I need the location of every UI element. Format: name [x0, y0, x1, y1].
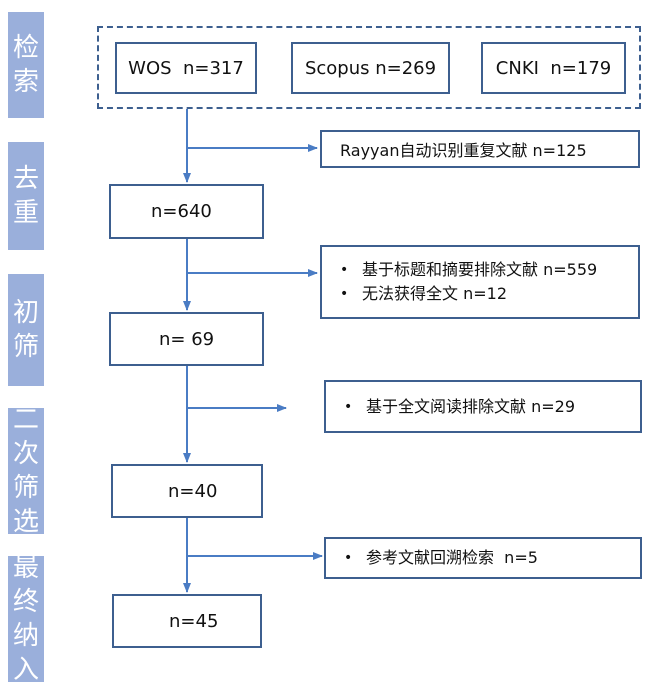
count-box-second: n=40 [111, 464, 263, 518]
stage-label-second-screen: 二 次 筛 选 [8, 405, 44, 537]
bullet-icon: • [340, 262, 349, 278]
stage-char: 筛 [12, 473, 39, 503]
bullet-icon: • [340, 286, 349, 302]
stage-char: 初 [12, 298, 39, 328]
exclusion-item: • 基于全文阅读排除文献 n=29 [344, 395, 640, 419]
exclusion-box-second: • 基于全文阅读排除文献 n=29 [324, 380, 642, 433]
exclusion-box-screen: • 基于标题和摘要排除文献 n=559 • 无法获得全文 n=12 [320, 245, 640, 319]
stage-char: 二 [12, 405, 39, 435]
stage-char: 次 [12, 439, 39, 469]
stage-char: 选 [12, 507, 39, 537]
bullet-icon: • [344, 550, 353, 566]
stage-label-search: 检 索 [8, 12, 44, 118]
bullet-icon: • [344, 398, 353, 415]
stage-label-dedup: 去 重 [8, 142, 44, 250]
exclusion-text: 基于标题和摘要排除文献 n=559 [362, 260, 598, 279]
stage-char: 终 [12, 587, 39, 617]
count-second-text: n=40 [168, 480, 218, 502]
count-screen-text: n= 69 [159, 328, 215, 350]
addition-item: • 参考文献回溯检索 n=5 [344, 546, 640, 570]
stage-label-screen: 初 筛 [8, 274, 44, 386]
addition-box-backtrack: • 参考文献回溯检索 n=5 [324, 537, 642, 579]
exclusion-text: 基于全文阅读排除文献 n=29 [366, 396, 575, 416]
exclusion-item: • 基于标题和摘要排除文献 n=559 [340, 258, 638, 282]
count-dedup-text: n=640 [151, 201, 212, 222]
stage-char: 筛 [12, 332, 39, 362]
count-final-text: n=45 [169, 610, 219, 632]
stage-char: 最 [12, 553, 39, 583]
count-box-final: n=45 [112, 594, 262, 648]
count-box-screen: n= 69 [109, 312, 264, 366]
stage-label-final: 最 终 纳 入 [8, 553, 44, 685]
exclusion-text: 无法获得全文 n=12 [362, 284, 507, 303]
stage-char: 入 [12, 655, 39, 685]
source-box-cnki: CNKI n=179 [481, 42, 626, 94]
stage-char: 纳 [12, 621, 39, 651]
exclusion-duplicates-text: Rayyan自动识别重复文献 n=125 [340, 141, 587, 160]
addition-text: 参考文献回溯检索 n=5 [366, 548, 538, 567]
stage-char: 重 [12, 198, 39, 228]
stage-char: 索 [12, 67, 39, 97]
source-box-scopus: Scopus n=269 [291, 42, 450, 94]
exclusion-box-duplicates: Rayyan自动识别重复文献 n=125 [320, 130, 640, 168]
count-box-dedup: n=640 [109, 184, 264, 239]
source-cnki-label: CNKI n=179 [495, 57, 612, 79]
stage-char: 检 [12, 33, 39, 63]
source-wos-label: WOS n=317 [128, 57, 244, 79]
source-box-wos: WOS n=317 [115, 42, 257, 94]
source-scopus-label: Scopus n=269 [304, 57, 437, 79]
stage-char: 去 [12, 164, 39, 194]
search-sources-group [97, 26, 641, 109]
exclusion-item: • 无法获得全文 n=12 [340, 282, 638, 306]
